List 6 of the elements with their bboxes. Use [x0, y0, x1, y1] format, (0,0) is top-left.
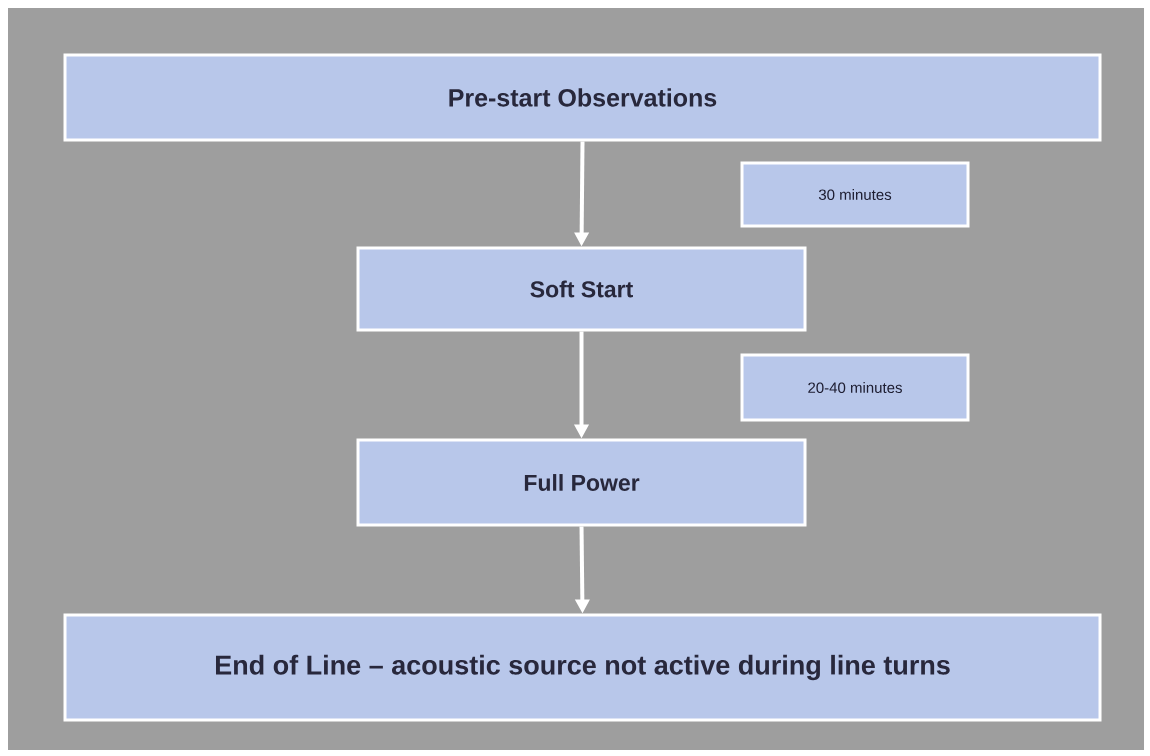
process-box: Full Power	[356, 438, 807, 527]
process-box: End of Line – acoustic source not active during line turns	[63, 613, 1102, 722]
time-box: 30 minutes	[740, 161, 970, 228]
time-box: 20-40 minutes	[740, 353, 970, 422]
process-box: Pre-start Observations	[63, 53, 1102, 142]
process-box: Soft Start	[356, 246, 807, 332]
